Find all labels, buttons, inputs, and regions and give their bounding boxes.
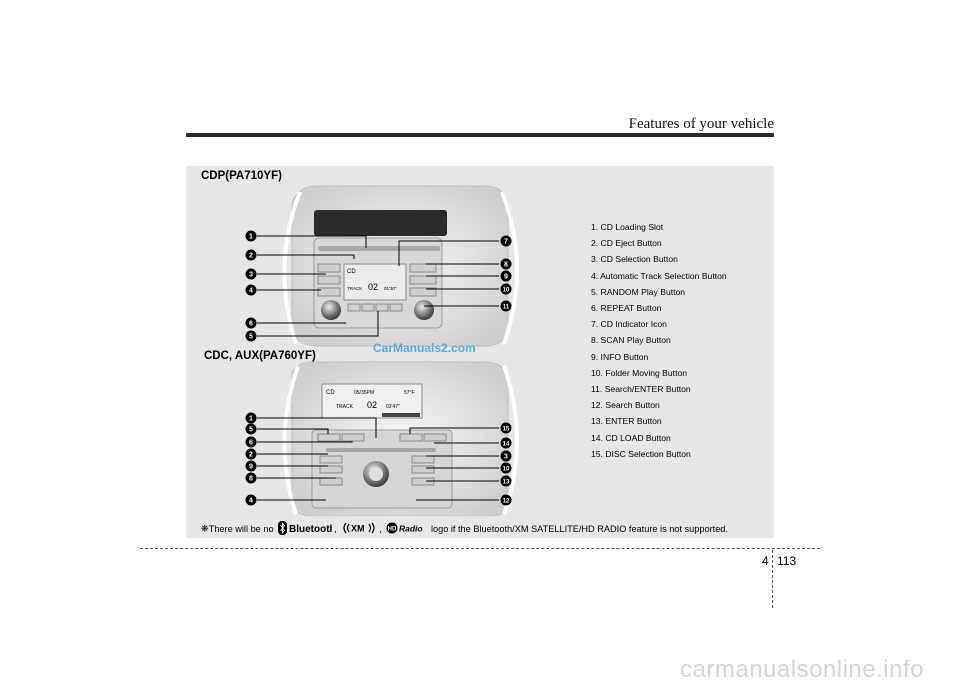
cdp-display-track-label: TRACK: [347, 286, 362, 291]
footnote-mark: ❋: [201, 523, 209, 534]
chapter-number: 4: [762, 554, 769, 568]
cdc-callout-9: 9: [249, 464, 253, 471]
xm-logo-text: XM: [351, 524, 365, 534]
cdp-callout-3: 3: [249, 272, 253, 279]
legend-item: 9. INFO Button: [591, 351, 649, 362]
svg-text:HD: HD: [388, 527, 397, 533]
cdp-callout-1: 1: [249, 234, 253, 241]
xm-logo-icon: XM: [341, 521, 377, 537]
cdp-callout-2: 2: [249, 253, 253, 260]
cdp-callout-10: 10: [503, 288, 510, 294]
cdc-callout-1: 1: [249, 416, 253, 423]
legend-item: 11. Search/ENTER Button: [591, 384, 691, 395]
page-section-title: Features of your vehicle: [628, 116, 774, 132]
cdp-callout-6: 6: [249, 321, 253, 328]
site-watermark: carmanualsonline.info: [680, 656, 924, 683]
legend-item: 10. Folder Moving Button: [591, 367, 688, 378]
legend-item: 12. Search Button: [591, 400, 660, 411]
legend-item: 7. CD Indicator Icon: [591, 319, 667, 330]
cdc-callout-3: 3: [504, 454, 508, 461]
page-number: 113: [777, 554, 797, 568]
cdp-callout-9: 9: [504, 274, 508, 281]
cdc-display-time: 03'47": [386, 404, 400, 410]
cdc-display-track: 02: [367, 400, 377, 410]
cdp-unit: CD TRACK 02 01'30": [282, 185, 519, 347]
bluetooth-logo-icon: Bluetooth: [278, 521, 336, 537]
button-legend-list: 1. CD Loading Slot 2. CD Eject Button 3.…: [591, 219, 727, 462]
cdc-callout-10: 10: [503, 467, 510, 473]
cdc-display-temp: 57°F: [404, 390, 415, 396]
legend-item: 5. RANDOM Play Button: [591, 286, 686, 297]
cdc-callout-14: 14: [503, 442, 510, 448]
cdp-callout-5: 5: [249, 334, 253, 341]
legend-item: 2. CD Eject Button: [591, 238, 662, 249]
legend-item: 4. Automatic Track Selection Button: [591, 270, 727, 281]
cdc-unit: CD 05/35PM 57°F TRACK 02 03'47": [282, 361, 519, 516]
cdp-callout-7: 7: [504, 239, 508, 246]
footnote-prefix: There will be no: [208, 524, 274, 534]
hd-radio-logo-text: Radio: [399, 524, 423, 534]
cdp-callouts: 1 2 3 4 6 5 7 8 9 10 11: [245, 230, 512, 342]
cdp-section-title: CDP(PA710YF): [201, 170, 282, 182]
footer-divider: [772, 550, 773, 608]
cdc-callout-6: 6: [249, 440, 253, 447]
legend-item: 3. CD Selection Button: [591, 254, 678, 265]
cdc-display-track-label: TRACK: [336, 404, 354, 410]
legend-item: 13. ENTER Button: [591, 416, 662, 427]
legend-item: 6. REPEAT Button: [591, 303, 662, 314]
cdc-callouts: 1 5 6 2 9 8 4 15 14 3 10 13 12: [245, 412, 512, 506]
cdp-leader-lines: [257, 235, 499, 337]
cdp-callout-4: 4: [249, 288, 253, 295]
cdp-display-track: 02: [368, 282, 378, 292]
bluetooth-logo-text: Bluetooth: [289, 524, 332, 535]
legend-item: 15. DISC Selection Button: [591, 448, 691, 459]
figure-watermark: CarManuals2.com: [373, 341, 476, 355]
cdc-display-clock: 05/35PM: [354, 390, 374, 396]
legend-item: 14. CD LOAD Button: [591, 432, 671, 443]
cdc-callout-2: 2: [249, 452, 253, 459]
cdc-display-mode: CD: [326, 390, 335, 396]
figure-panel: CDP(PA710YF) CDC, AUX(PA760YF) CD TRACK …: [186, 166, 774, 538]
cdc-callout-13: 13: [503, 480, 510, 486]
cdc-callout-12: 12: [503, 499, 510, 505]
cdc-callout-4: 4: [249, 498, 253, 505]
footnote-suffix: logo if the Bluetooth/XM SATELLITE/HD RA…: [430, 524, 728, 534]
legend-item: 8. SCAN Play Button: [591, 335, 671, 346]
cdc-section-title: CDC, AUX(PA760YF): [204, 350, 316, 362]
cdc-leader-lines: [257, 417, 499, 501]
cdp-display-mode: CD: [347, 269, 356, 275]
footnote: ❋There will be no Bluetooth , XM , HD Ra…: [201, 521, 728, 537]
hd-radio-logo-icon: HD Radio: [386, 521, 426, 537]
cdp-callout-11: 11: [503, 305, 510, 311]
legend-item: 1. CD Loading Slot: [591, 222, 664, 232]
cdp-display-time: 01'30": [384, 286, 397, 291]
cdc-callout-5: 5: [249, 427, 253, 434]
header-rule: [186, 133, 774, 137]
stereo-illustration: CD TRACK 02 01'30": [245, 185, 519, 516]
cdc-callout-8: 8: [249, 476, 253, 483]
footer-rule: [140, 548, 820, 549]
cdp-callout-8: 8: [504, 262, 508, 269]
cdc-callout-15: 15: [503, 427, 510, 433]
